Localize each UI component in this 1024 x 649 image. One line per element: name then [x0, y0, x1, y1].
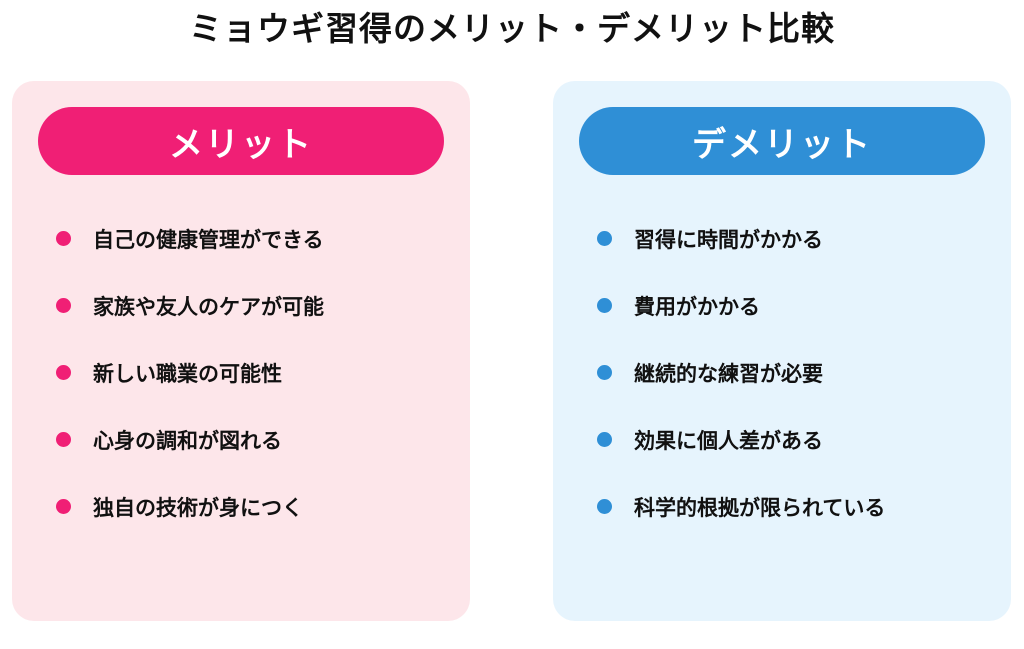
merit-item-label: 独自の技術が身につく: [93, 495, 303, 520]
demerit-item: 継続的な練習が必要: [597, 339, 885, 406]
merit-item-label: 家族や友人のケアが可能: [93, 294, 324, 319]
merit-item: 独自の技術が身につく: [56, 473, 324, 540]
bullet-dot-icon: [56, 365, 71, 380]
demerit-item: 効果に個人差がある: [597, 406, 885, 473]
bullet-dot-icon: [56, 432, 71, 447]
bullet-dot-icon: [597, 499, 612, 514]
bullet-dot-icon: [597, 432, 612, 447]
demerit-item: 科学的根拠が限られている: [597, 473, 885, 540]
bullet-dot-icon: [597, 365, 612, 380]
page-title: ミョウギ習得のメリット・デメリット比較: [189, 9, 835, 48]
demerit-item-label: 効果に個人差がある: [634, 428, 823, 453]
demerit-item-label: 費用がかかる: [634, 294, 760, 319]
merit-item-label: 心身の調和が図れる: [93, 428, 282, 453]
demerit-item-label: 継続的な練習が必要: [634, 361, 823, 386]
merit-header: メリット: [38, 107, 444, 175]
merit-item: 家族や友人のケアが可能: [56, 272, 324, 339]
bullet-dot-icon: [56, 231, 71, 246]
merit-item: 自己の健康管理ができる: [56, 205, 324, 272]
merit-list: 自己の健康管理ができる 家族や友人のケアが可能 新しい職業の可能性 心身の調和が…: [56, 205, 324, 540]
bullet-dot-icon: [597, 298, 612, 313]
merit-item: 心身の調和が図れる: [56, 406, 324, 473]
bullet-dot-icon: [56, 499, 71, 514]
merit-item-label: 新しい職業の可能性: [93, 361, 282, 386]
merit-item-label: 自己の健康管理ができる: [93, 227, 324, 252]
demerit-item-label: 習得に時間がかかる: [634, 227, 823, 252]
demerit-item-label: 科学的根拠が限られている: [634, 495, 886, 520]
demerit-header: デメリット: [579, 107, 985, 175]
merit-panel: メリット 自己の健康管理ができる 家族や友人のケアが可能 新しい職業の可能性 心…: [12, 81, 470, 621]
demerit-list: 習得に時間がかかる 費用がかかる 継続的な練習が必要 効果に個人差がある 科学的…: [597, 205, 885, 540]
demerit-item: 習得に時間がかかる: [597, 205, 885, 272]
demerit-item: 費用がかかる: [597, 272, 885, 339]
bullet-dot-icon: [56, 298, 71, 313]
bullet-dot-icon: [597, 231, 612, 246]
demerit-panel: デメリット 習得に時間がかかる 費用がかかる 継続的な練習が必要 効果に個人差が…: [553, 81, 1011, 621]
merit-item: 新しい職業の可能性: [56, 339, 324, 406]
